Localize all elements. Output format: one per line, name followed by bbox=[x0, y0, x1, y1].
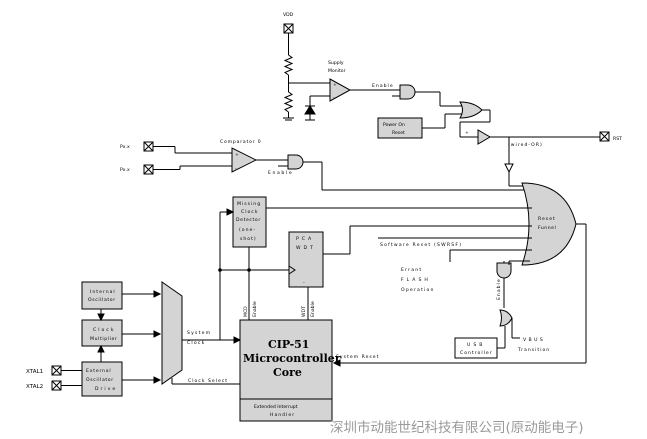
wired-or-label: (wired-OR) bbox=[508, 142, 543, 148]
rst-feedback-buffer bbox=[504, 163, 514, 174]
reset-funnel-label-2: Funnel bbox=[538, 225, 556, 231]
mcd-label-3: Detector bbox=[236, 217, 261, 223]
wdt-enable-label-1: WDT bbox=[301, 306, 307, 317]
mcd-label-4: (one- bbox=[239, 227, 256, 233]
supply-monitor-label-2: Monitor bbox=[328, 68, 346, 74]
system-reset-label: System Reset bbox=[336, 354, 379, 360]
arrow-clk-mult bbox=[153, 330, 162, 338]
internal-osc-label-2: Oscillator bbox=[88, 297, 116, 303]
arrow-ext-osc bbox=[153, 376, 162, 384]
wdt-label: WDT bbox=[296, 245, 316, 251]
internal-osc-label-1: Internal bbox=[90, 289, 116, 295]
cip51-core bbox=[239, 319, 333, 400]
mcd-label-2: Clock bbox=[241, 209, 258, 215]
comp0-minus: - bbox=[235, 167, 237, 172]
errant-label-1: Errant bbox=[401, 267, 422, 273]
minus-sign: - bbox=[333, 96, 335, 101]
comp0-enable-label: Enable bbox=[268, 170, 293, 176]
cip51-label: CIP-51 bbox=[268, 338, 309, 351]
px-pin-b bbox=[143, 164, 154, 175]
junction-clock bbox=[218, 268, 222, 272]
system-clock-label-1: System bbox=[187, 330, 211, 336]
software-reset-label: Software Reset (SWRSF) bbox=[380, 242, 462, 248]
system-clock-label-2: Clock bbox=[187, 340, 205, 346]
resistor-top bbox=[283, 54, 294, 76]
rst-pin bbox=[599, 131, 610, 142]
arrow-clk-mcd bbox=[226, 208, 235, 216]
enable-label-top: Enable bbox=[372, 83, 394, 89]
clock-select-mux bbox=[161, 281, 183, 385]
errant-label-2: FLASH bbox=[401, 277, 431, 283]
xtal1-pin bbox=[51, 365, 62, 376]
rst-driver-buffer bbox=[477, 129, 491, 145]
core-label: Core bbox=[273, 366, 302, 379]
ext-osc-label-3: Drive bbox=[95, 386, 117, 392]
xtal2-label: XTAL2 bbox=[26, 384, 43, 390]
microcontroller-label: Microcontroller bbox=[243, 352, 341, 365]
arrow-osc-to-mult bbox=[97, 313, 105, 322]
clock-mult-label-2: Multiplier bbox=[90, 336, 117, 342]
pca-wdt bbox=[288, 231, 324, 288]
wdt-enable-label-2: Enable bbox=[310, 301, 316, 317]
arrow-sysclk-core bbox=[233, 336, 242, 344]
usb-or-gate bbox=[499, 309, 513, 327]
xtal2-pin bbox=[51, 380, 62, 391]
vbus-label: VBUS bbox=[523, 337, 545, 343]
errant-label-3: Operation bbox=[401, 287, 435, 293]
arrow-ext-to-mult bbox=[97, 344, 105, 353]
supply-monitor-comparator bbox=[329, 78, 352, 102]
ext-osc-label-2: Oscillator bbox=[86, 377, 114, 383]
rst-pin-label: RST bbox=[613, 136, 622, 142]
clock-multiplier bbox=[81, 319, 123, 347]
reset-funnel-label-1: Reset bbox=[538, 216, 556, 222]
supply-monitor-label-1: Supply bbox=[328, 60, 344, 66]
vbus-transition-label: Transition bbox=[517, 347, 550, 353]
comp0-plus: + bbox=[235, 152, 239, 158]
usb-enable-label: Enable bbox=[496, 278, 502, 300]
reset-funnel bbox=[521, 182, 577, 266]
mcd-enable-label-2: Enable bbox=[252, 301, 258, 317]
ext-osc-label-1: External bbox=[86, 368, 111, 374]
mcd-label-1: Missing bbox=[237, 201, 261, 207]
ext-int-label-1: Extended Interrupt bbox=[254, 404, 298, 410]
reference-diode-icon bbox=[304, 105, 316, 115]
resistor-bottom bbox=[283, 91, 294, 113]
arrow-int-osc bbox=[153, 290, 162, 298]
power-on-reset-label: Reset bbox=[392, 130, 405, 136]
wdt-clock-input bbox=[288, 265, 296, 275]
px-pin-a-label: Px.x bbox=[120, 144, 130, 150]
usb-label: USB bbox=[467, 342, 485, 348]
clock-select-label: Clock Select bbox=[188, 378, 228, 384]
mcd-enable-label-1: MCD bbox=[243, 306, 249, 317]
wdt-minus: - bbox=[303, 281, 305, 286]
px-pin-b-label: Px.x bbox=[120, 167, 130, 173]
mcd-label-5: shot) bbox=[240, 236, 257, 242]
vdd-pin bbox=[283, 23, 294, 34]
internal-oscillator bbox=[81, 281, 123, 310]
comp0-and-gate bbox=[287, 154, 304, 170]
inverter-plus: + bbox=[465, 130, 469, 136]
clock-mult-label-1: Clock bbox=[93, 327, 115, 333]
por-or-gate bbox=[459, 101, 483, 119]
power-on-label: Power On bbox=[383, 122, 405, 128]
comparator0 bbox=[231, 147, 258, 173]
px-pin-a bbox=[143, 141, 154, 152]
xtal1-label: XTAL1 bbox=[26, 369, 44, 375]
usb-controller-label: Controller bbox=[460, 350, 493, 356]
supply-and-gate bbox=[399, 84, 416, 100]
usb-and-gate-top bbox=[496, 262, 512, 279]
extended-interrupt-handler bbox=[239, 398, 333, 422]
comparator0-label: Comparator 0 bbox=[220, 139, 261, 145]
external-oscillator-drive bbox=[81, 361, 123, 397]
missing-clock-detector bbox=[232, 196, 267, 248]
company-watermark: 深圳市动能世纪科技有限公司(原动能电子) bbox=[330, 419, 584, 436]
vdd-pin-label: VDD bbox=[283, 12, 294, 18]
system-reset-arrow bbox=[332, 359, 341, 367]
pca-label: PCA bbox=[296, 236, 314, 242]
plus-sign: + bbox=[333, 82, 337, 88]
ext-int-label-2: Handler bbox=[270, 412, 295, 418]
